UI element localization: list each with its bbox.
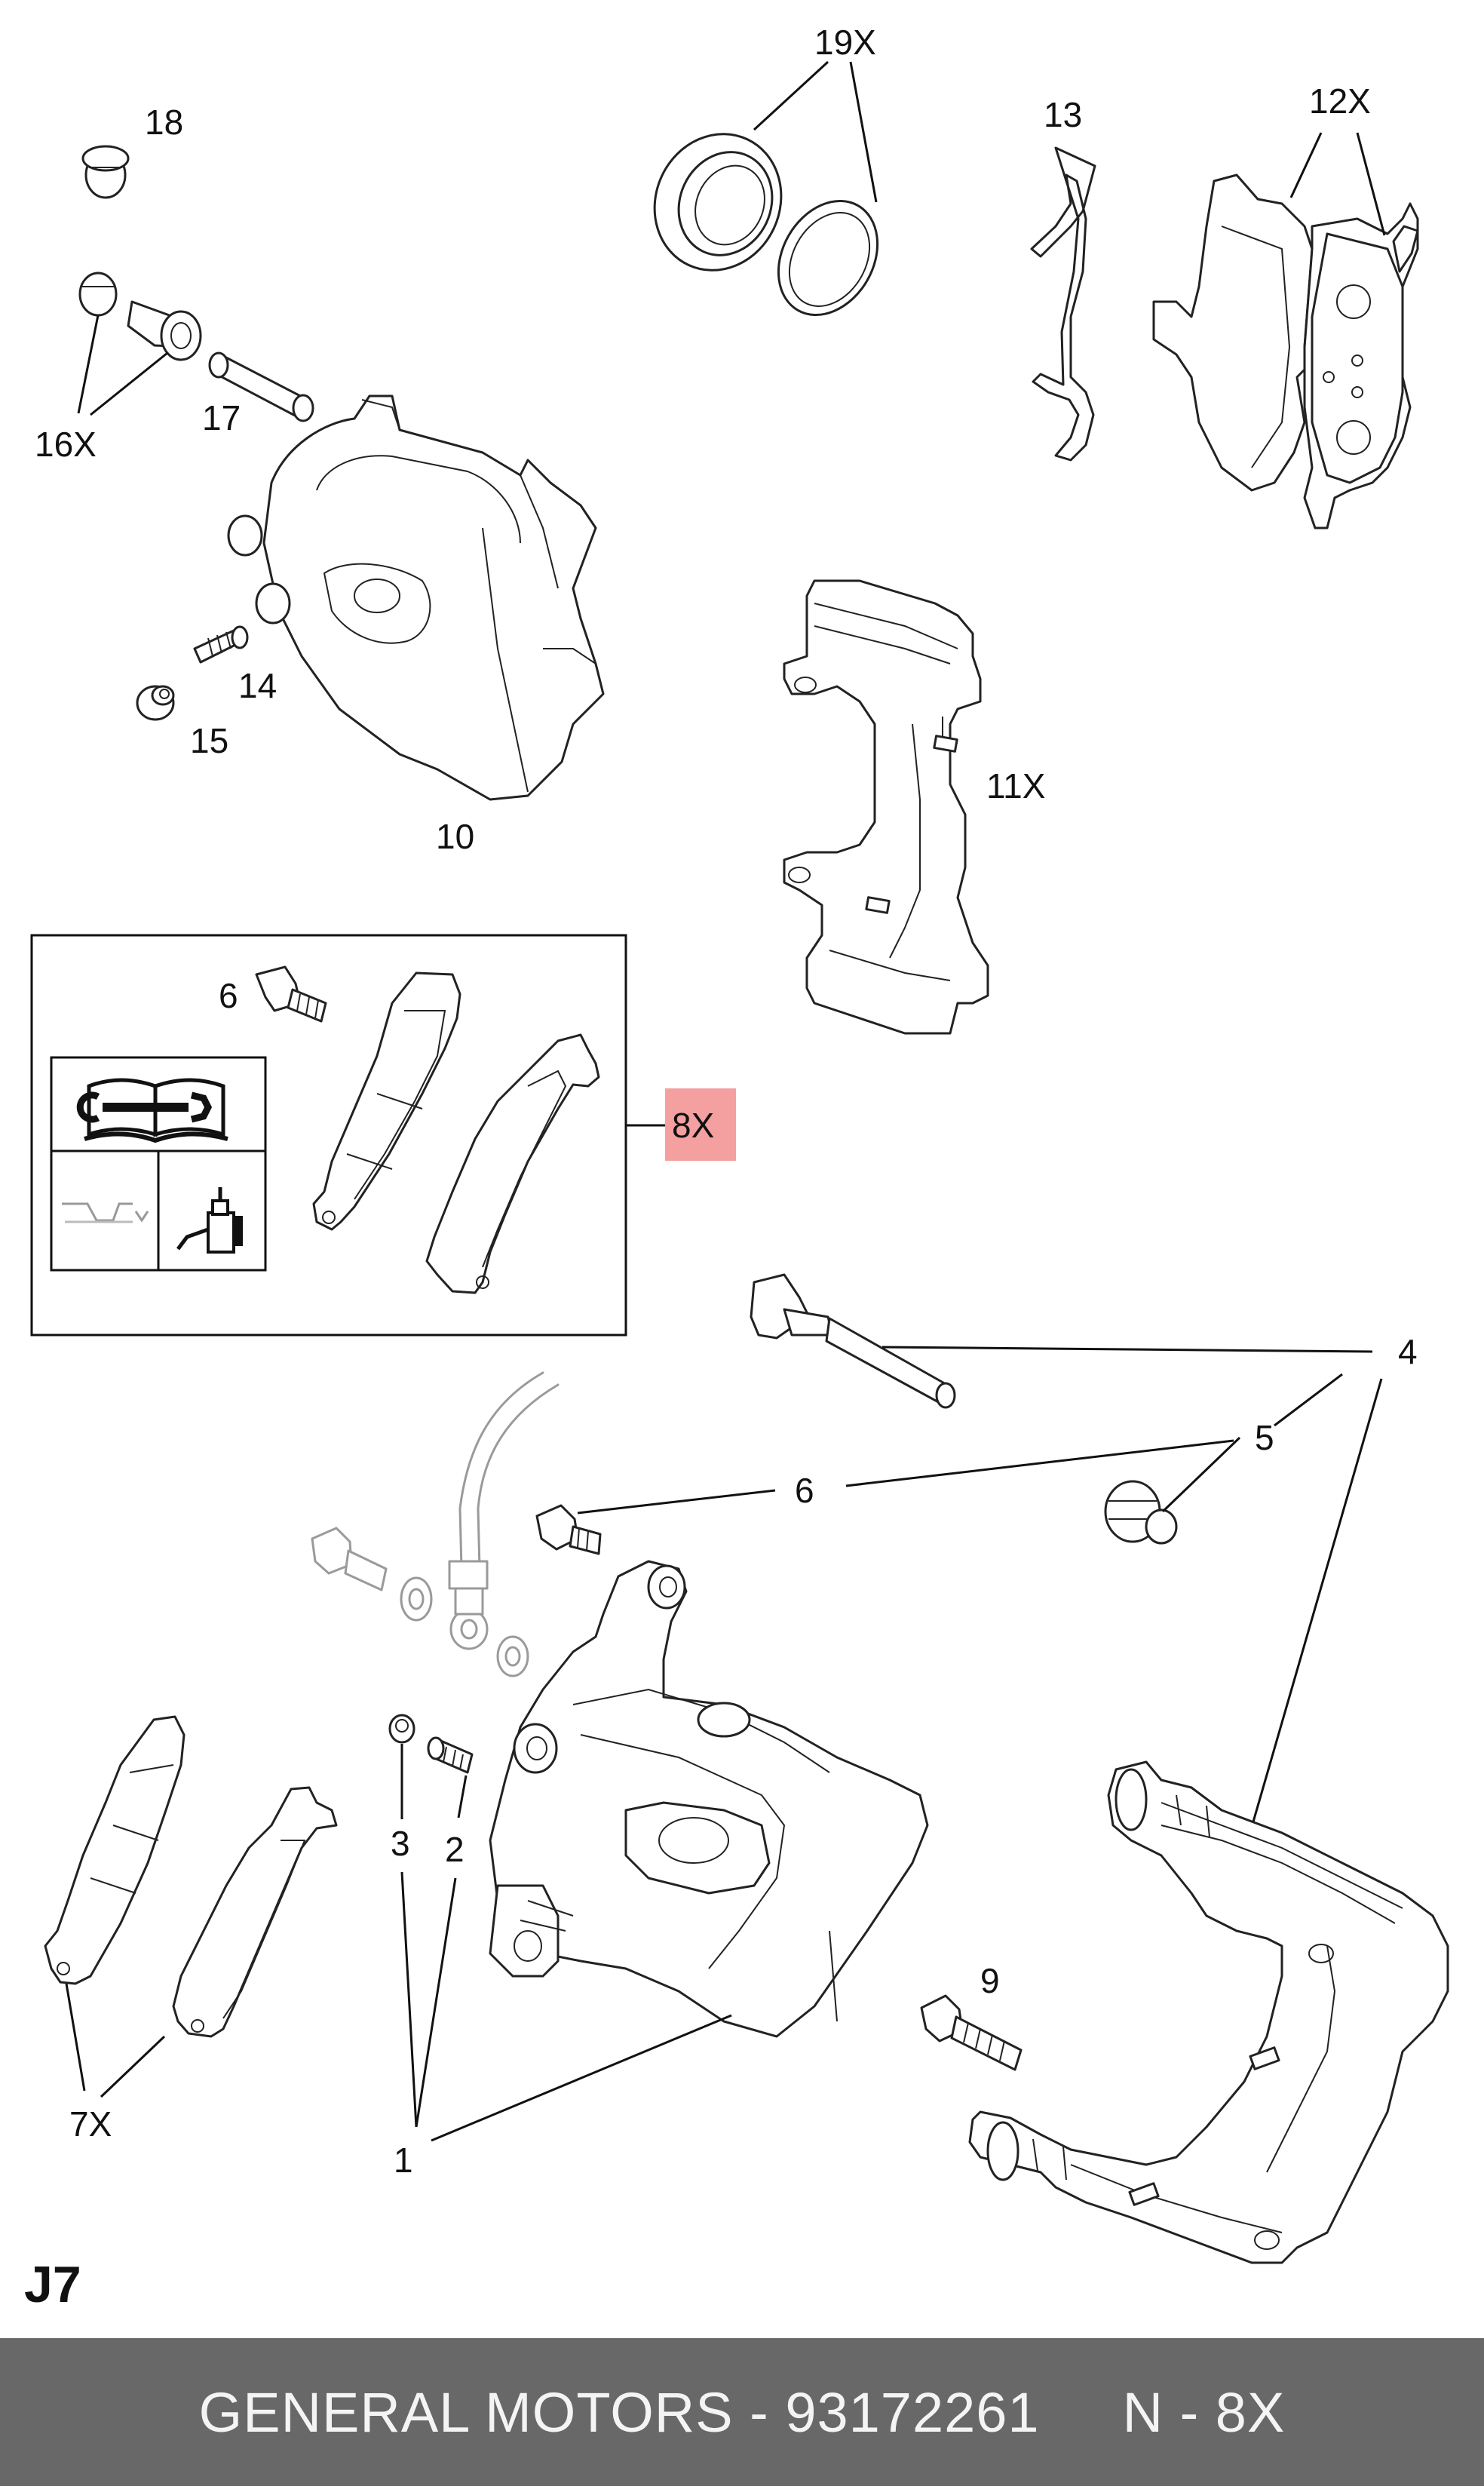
part-4-carrier-lower: [968, 1760, 1449, 2264]
callout-8x: 8X: [672, 1106, 714, 1145]
part-5-boot: [1104, 1480, 1178, 1545]
part-6-bolt-kit: [255, 965, 327, 1023]
callout-13: 13: [1044, 95, 1082, 134]
kit-8x-box: [30, 934, 627, 1337]
manual-wrench-icon: [76, 1078, 228, 1143]
callout-10: 10: [436, 817, 474, 856]
part-12x-brake-pads: [1152, 173, 1419, 529]
brake-hose-ghost: [311, 1371, 560, 1677]
brake-caliper-exploded-diagram: 18 16X 17 10 14: [24, 23, 1449, 2313]
callout-14: 14: [238, 666, 277, 705]
part-2-bleed-screw: [427, 1736, 474, 1774]
callout-19x: 19X: [814, 23, 876, 62]
part-10-caliper-housing: [227, 394, 605, 801]
callout-4: 4: [1398, 1332, 1418, 1371]
callout-8x-highlight: [665, 1088, 736, 1161]
footer-quantity: N - 8X: [1122, 2380, 1286, 2444]
callout-2: 2: [445, 1830, 465, 1869]
callout-6-lower: 6: [795, 1471, 814, 1510]
callout-11x: 11X: [986, 766, 1045, 806]
grease-gun-icon: [176, 1187, 243, 1254]
part-14-bleed-screw: [193, 625, 249, 664]
callout-1: 1: [394, 2141, 413, 2180]
callout-3: 3: [391, 1824, 410, 1863]
callout-6-kit: 6: [219, 976, 238, 1015]
part-13-spring-clip: [1030, 146, 1096, 462]
part-16x-bushing: [78, 272, 202, 361]
callout-5: 5: [1255, 1418, 1274, 1457]
part-11x-caliper-carrier: [783, 579, 989, 1035]
callout-7x: 7X: [69, 2104, 112, 2144]
part-19x-piston-seal-kit: [653, 133, 879, 316]
callout-16x: 16X: [35, 425, 97, 464]
callout-18: 18: [145, 103, 183, 142]
part-1-caliper-assembly: [489, 1560, 929, 2038]
callout-12x: 12X: [1309, 81, 1371, 121]
icon-cell-fluid: [50, 1149, 160, 1272]
callout-15: 15: [190, 721, 228, 760]
part-18-plug: [81, 145, 130, 199]
section-code: J7: [24, 2256, 81, 2313]
part-4-guide-pin: [750, 1273, 956, 1409]
part-9-bolt: [920, 1994, 1023, 2071]
part-3-cap: [388, 1714, 415, 1744]
part-8x-pad-right: [425, 1033, 600, 1294]
footer-bar: GENERAL MOTORS - 93172261 N - 8X: [0, 2338, 1484, 2486]
fluid-level-icon: [62, 1202, 149, 1223]
part-6-bolt-lower: [535, 1504, 602, 1555]
callout-17: 17: [202, 398, 241, 437]
part-8x-pad-left: [312, 971, 461, 1231]
part-7x-brake-pads: [44, 1715, 338, 2038]
callout-9: 9: [980, 1961, 1000, 2000]
part-17-guide-pin: [208, 351, 314, 422]
footer-brand-part: GENERAL MOTORS - 93172261: [198, 2380, 1040, 2444]
part-15-bleed-cap: [136, 685, 175, 721]
